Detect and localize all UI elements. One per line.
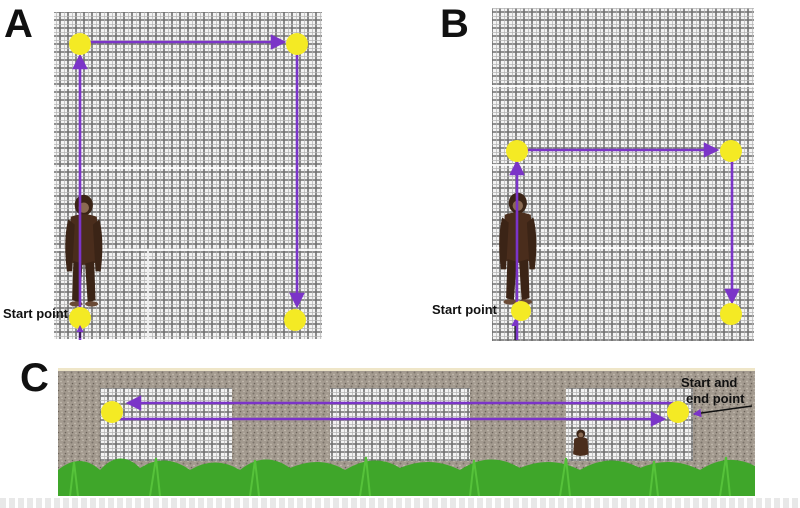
panel-c-enclosure-middle — [330, 388, 470, 461]
panel-a-waypoint — [286, 33, 308, 55]
panel-c-start-end-label-line2: end point — [686, 391, 745, 406]
caption-strip — [0, 498, 800, 508]
panel-a-waypoint — [69, 33, 91, 55]
panel-c-start-end-label-line1: Start and — [681, 375, 738, 390]
panel-a-letter: A — [4, 2, 33, 46]
panel-b-waypoint — [506, 140, 528, 162]
panel-b — [492, 8, 754, 341]
panel-c-start-end-arrow — [692, 405, 753, 418]
panel-c-grass — [58, 458, 755, 496]
panel-a — [54, 12, 322, 340]
panel-c-letter: C — [20, 356, 49, 400]
panel-c — [58, 368, 755, 497]
panel-b-waypoint — [720, 303, 742, 325]
panel-c-enclosure-left — [100, 388, 232, 461]
panel-a-start-waypoint — [69, 307, 91, 329]
panel-a-start-label: Start point — [3, 306, 68, 321]
panel-b-waypoint — [720, 140, 742, 162]
panel-c-waypoint — [101, 401, 123, 423]
panel-c-start-end-waypoint — [667, 401, 689, 423]
panel-b-start-waypoint — [511, 301, 531, 321]
panel-c-route — [112, 395, 678, 427]
panel-a-waypoint — [284, 309, 306, 331]
panel-a-mesh — [54, 12, 322, 339]
panel-b-mesh — [492, 8, 754, 341]
panel-b-letter: B — [440, 2, 469, 46]
panel-c-chimpanzee — [573, 429, 589, 456]
panel-b-start-label: Start point — [432, 302, 497, 317]
panel-a-route — [72, 34, 305, 340]
